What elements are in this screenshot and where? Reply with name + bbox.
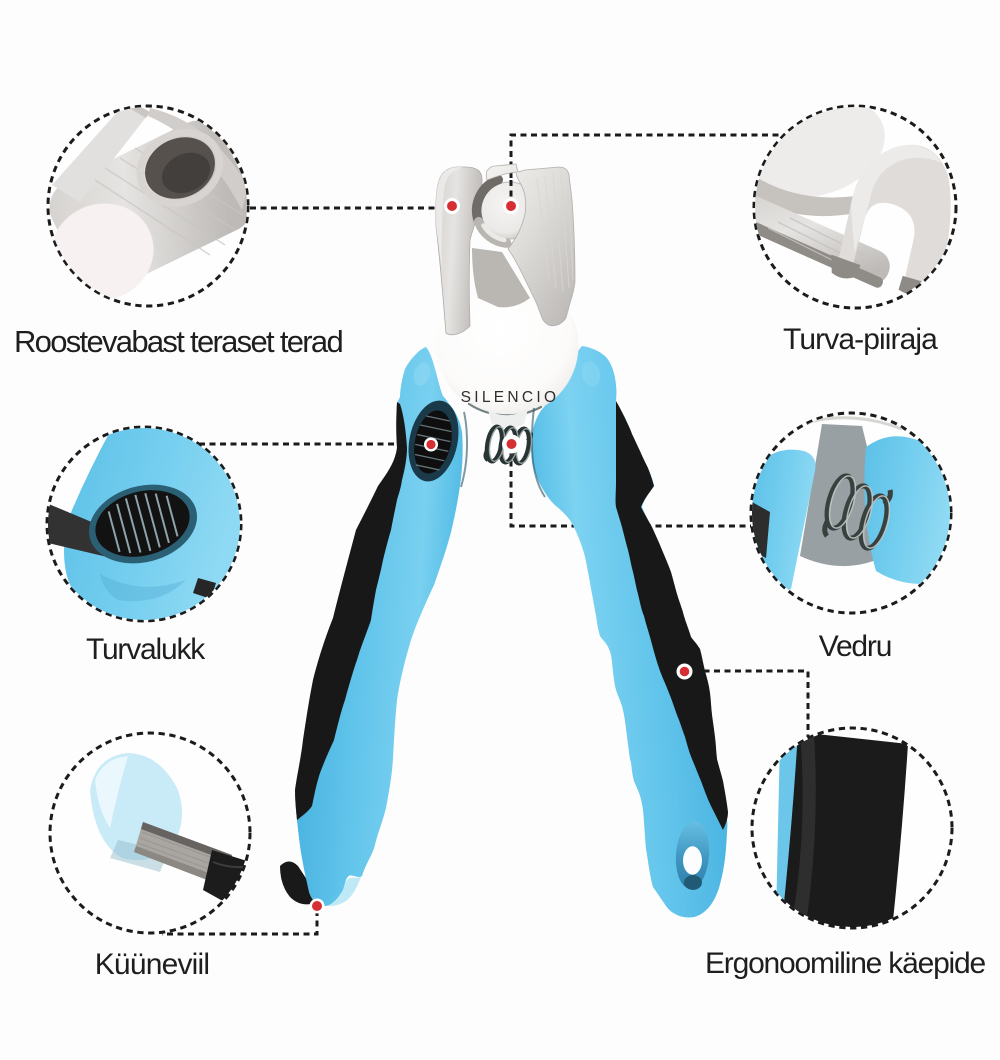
svg-text:Turvalukk: Turvalukk bbox=[86, 633, 206, 666]
svg-text:SILENCIO: SILENCIO bbox=[461, 389, 560, 406]
svg-text:Küüneviil: Küüneviil bbox=[95, 948, 210, 981]
svg-text:Ergonoomiline käepide: Ergonoomiline käepide bbox=[705, 947, 986, 980]
svg-text:Roostevabast teraset terad: Roostevabast teraset terad bbox=[14, 324, 342, 359]
svg-text:Turva-piiraja: Turva-piiraja bbox=[783, 323, 938, 356]
svg-text:Vedru: Vedru bbox=[819, 630, 891, 663]
